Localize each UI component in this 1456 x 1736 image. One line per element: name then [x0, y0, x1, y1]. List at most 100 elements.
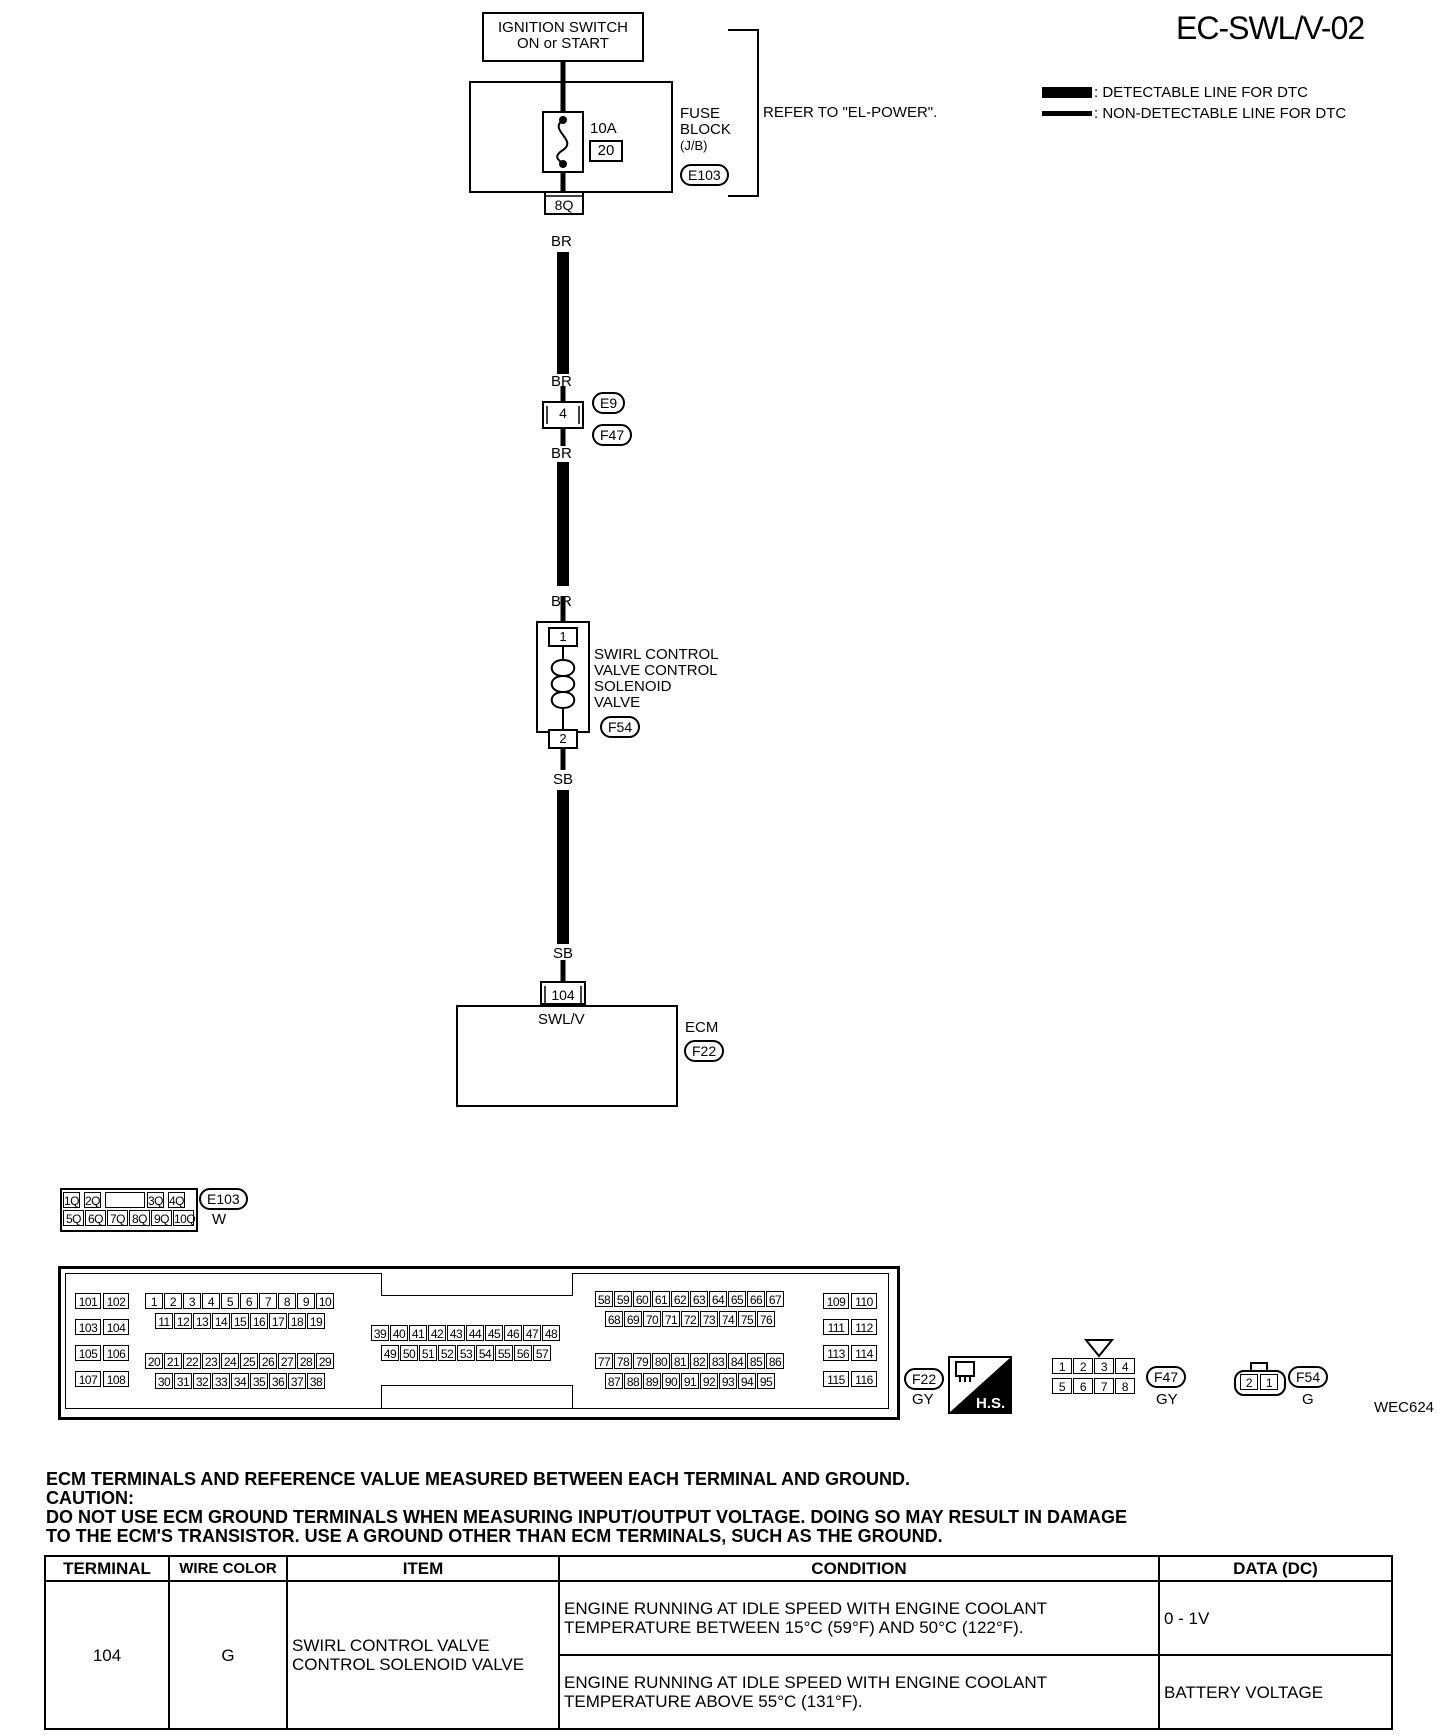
- connector-pin: 21: [164, 1353, 182, 1369]
- f47-color: GY: [1156, 1391, 1178, 1408]
- connector-pin: 37: [288, 1373, 306, 1389]
- f54-color: G: [1302, 1391, 1314, 1408]
- connector-pin: 28: [297, 1353, 315, 1369]
- cell-data-2: BATTERY VOLTAGE: [1158, 1654, 1393, 1730]
- connector-pin: 18: [288, 1313, 306, 1329]
- wiring-diagram: [456, 29, 759, 1107]
- connector-pin: 86: [766, 1353, 784, 1369]
- cell-condition-2: ENGINE RUNNING AT IDLE SPEED WITH ENGINE…: [558, 1654, 1160, 1730]
- ecm-terminal: 104: [551, 987, 575, 1003]
- connector-pin: 20: [145, 1353, 163, 1369]
- connector-pin: 40: [390, 1325, 408, 1341]
- connector-pin: 71: [662, 1311, 680, 1327]
- connector-pin: 1: [145, 1293, 163, 1309]
- connector-pin: 32: [193, 1373, 211, 1389]
- connector-pin: 45: [485, 1325, 503, 1341]
- connector-pin: 31: [174, 1373, 192, 1389]
- connector-pin: 29: [316, 1353, 334, 1369]
- header-wire-color: WIRE COLOR: [168, 1555, 288, 1582]
- wire-color-br-1: BR: [551, 233, 572, 250]
- wire-color-sb-2: SB: [553, 945, 574, 962]
- connector-pin: 78: [614, 1353, 632, 1369]
- connector-pin: 56: [514, 1345, 532, 1361]
- connector-pin: 67: [766, 1291, 784, 1307]
- connector-pin: 4: [202, 1293, 220, 1309]
- ecm-face-key-bottom: [381, 1385, 573, 1408]
- connector-pin: 60: [633, 1291, 651, 1307]
- connector-pin: 68: [605, 1311, 623, 1327]
- connector-pin: 4: [1115, 1358, 1135, 1374]
- connector-pin: 41: [409, 1325, 427, 1341]
- connector-pin: 24: [221, 1353, 239, 1369]
- cell-condition-1: ENGINE RUNNING AT IDLE SPEED WITH ENGINE…: [558, 1580, 1160, 1656]
- notes-line-3: DO NOT USE ECM GROUND TERMINALS WHEN MEA…: [46, 1507, 1128, 1527]
- header-item: ITEM: [286, 1555, 560, 1582]
- connector-pin: 110: [851, 1293, 877, 1309]
- ignition-switch-line2: ON or START: [517, 35, 609, 52]
- connector-pin: 7Q: [107, 1210, 128, 1226]
- connector-pin: 92: [700, 1373, 718, 1389]
- connector-pin: 73: [700, 1311, 718, 1327]
- connector-pin: 87: [605, 1373, 623, 1389]
- connector-pin: 49: [381, 1345, 399, 1361]
- connector-pin: 59: [614, 1291, 632, 1307]
- connector-pin: 109: [823, 1293, 849, 1309]
- table-row: ENGINE RUNNING AT IDLE SPEED WITH ENGINE…: [45, 1654, 1393, 1730]
- solenoid-label-4: VALVE: [594, 694, 641, 711]
- connector-pin: 3: [1094, 1358, 1114, 1374]
- connector-pin: 77: [595, 1353, 613, 1369]
- connector-pin: 44: [466, 1325, 484, 1341]
- connector-pin: 62: [671, 1291, 689, 1307]
- ecm-label: ECM: [685, 1019, 719, 1036]
- connector-pin: 83: [709, 1353, 727, 1369]
- solenoid-label-1: SWIRL CONTROL: [594, 646, 719, 663]
- connector-pin: 33: [212, 1373, 230, 1389]
- diagram-id: EC-SWL/V-02: [1176, 10, 1365, 46]
- connector-pin: 51: [419, 1345, 437, 1361]
- connector-pin: [105, 1192, 145, 1208]
- connector-pin: 19: [307, 1313, 325, 1329]
- connector-pin: 90: [662, 1373, 680, 1389]
- connector-pin: 1: [1052, 1358, 1072, 1374]
- connector-pin: 48: [542, 1325, 560, 1341]
- connector-pin: 52: [438, 1345, 456, 1361]
- connector-pin: 39: [371, 1325, 389, 1341]
- cell-data-1: 0 - 1V: [1158, 1580, 1393, 1656]
- connector-pin: 58: [595, 1291, 613, 1307]
- fuse-number: 20: [589, 140, 623, 162]
- notes-line-4: TO THE ECM'S TRANSISTOR. USE A GROUND OT…: [46, 1526, 943, 1546]
- connector-pin: 34: [231, 1373, 249, 1389]
- connector-pin: 79: [633, 1353, 651, 1369]
- wire-color-sb-1: SB: [553, 771, 574, 788]
- solenoid-label-2: VALVE CONTROL: [594, 662, 718, 679]
- connector-pin: 107: [75, 1371, 101, 1387]
- connector-pin: 7: [259, 1293, 277, 1309]
- connector-pin: 81: [671, 1353, 689, 1369]
- wire-color-br-2: BR: [551, 373, 572, 390]
- connector-pin: 5: [1052, 1378, 1072, 1394]
- connector-pin: 4Q: [168, 1192, 185, 1208]
- connector-pin: 8: [278, 1293, 296, 1309]
- f54-code: F54: [1288, 1366, 1329, 1388]
- header-terminal: TERMINAL: [44, 1555, 170, 1582]
- connector-pin: 12: [174, 1313, 192, 1329]
- connector-pin: 95: [757, 1373, 775, 1389]
- connector-pin: 116: [851, 1371, 877, 1387]
- f54-latch: [1250, 1362, 1268, 1372]
- connector-pin: 9: [297, 1293, 315, 1309]
- ignition-switch-line1: IGNITION SWITCH: [498, 19, 628, 36]
- connector-pin: 6: [240, 1293, 258, 1309]
- connector-pin: 74: [719, 1311, 737, 1327]
- connector-pin: 112: [851, 1319, 877, 1335]
- legend-non-detectable-label: : NON-DETECTABLE LINE FOR DTC: [1094, 105, 1347, 122]
- connector-pin: 93: [719, 1373, 737, 1389]
- connector-pin: 69: [624, 1311, 642, 1327]
- connector-pin: 108: [103, 1371, 129, 1387]
- connector-pin: 2Q: [84, 1192, 101, 1208]
- connector-pin: 88: [624, 1373, 642, 1389]
- connector-pin: 114: [851, 1345, 877, 1361]
- connector-pin: 84: [728, 1353, 746, 1369]
- connector-pin: 61: [652, 1291, 670, 1307]
- connector-pin: 82: [690, 1353, 708, 1369]
- notes-line-2: CAUTION:: [46, 1488, 134, 1508]
